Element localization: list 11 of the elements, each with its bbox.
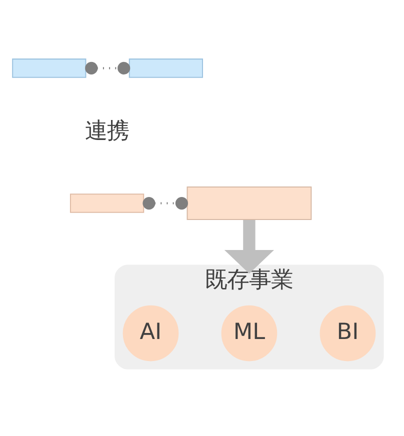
node-box — [12, 58, 86, 78]
arrow — [224, 220, 274, 274]
node-box — [186, 186, 312, 220]
label: 連携 — [85, 118, 130, 144]
node-box — [128, 58, 204, 78]
connector — [142, 196, 188, 210]
node-circle: ML — [221, 305, 278, 362]
node-box — [70, 194, 144, 213]
node-circle: AI — [122, 305, 179, 362]
connector — [85, 62, 130, 74]
node-circle: BI — [320, 305, 376, 362]
